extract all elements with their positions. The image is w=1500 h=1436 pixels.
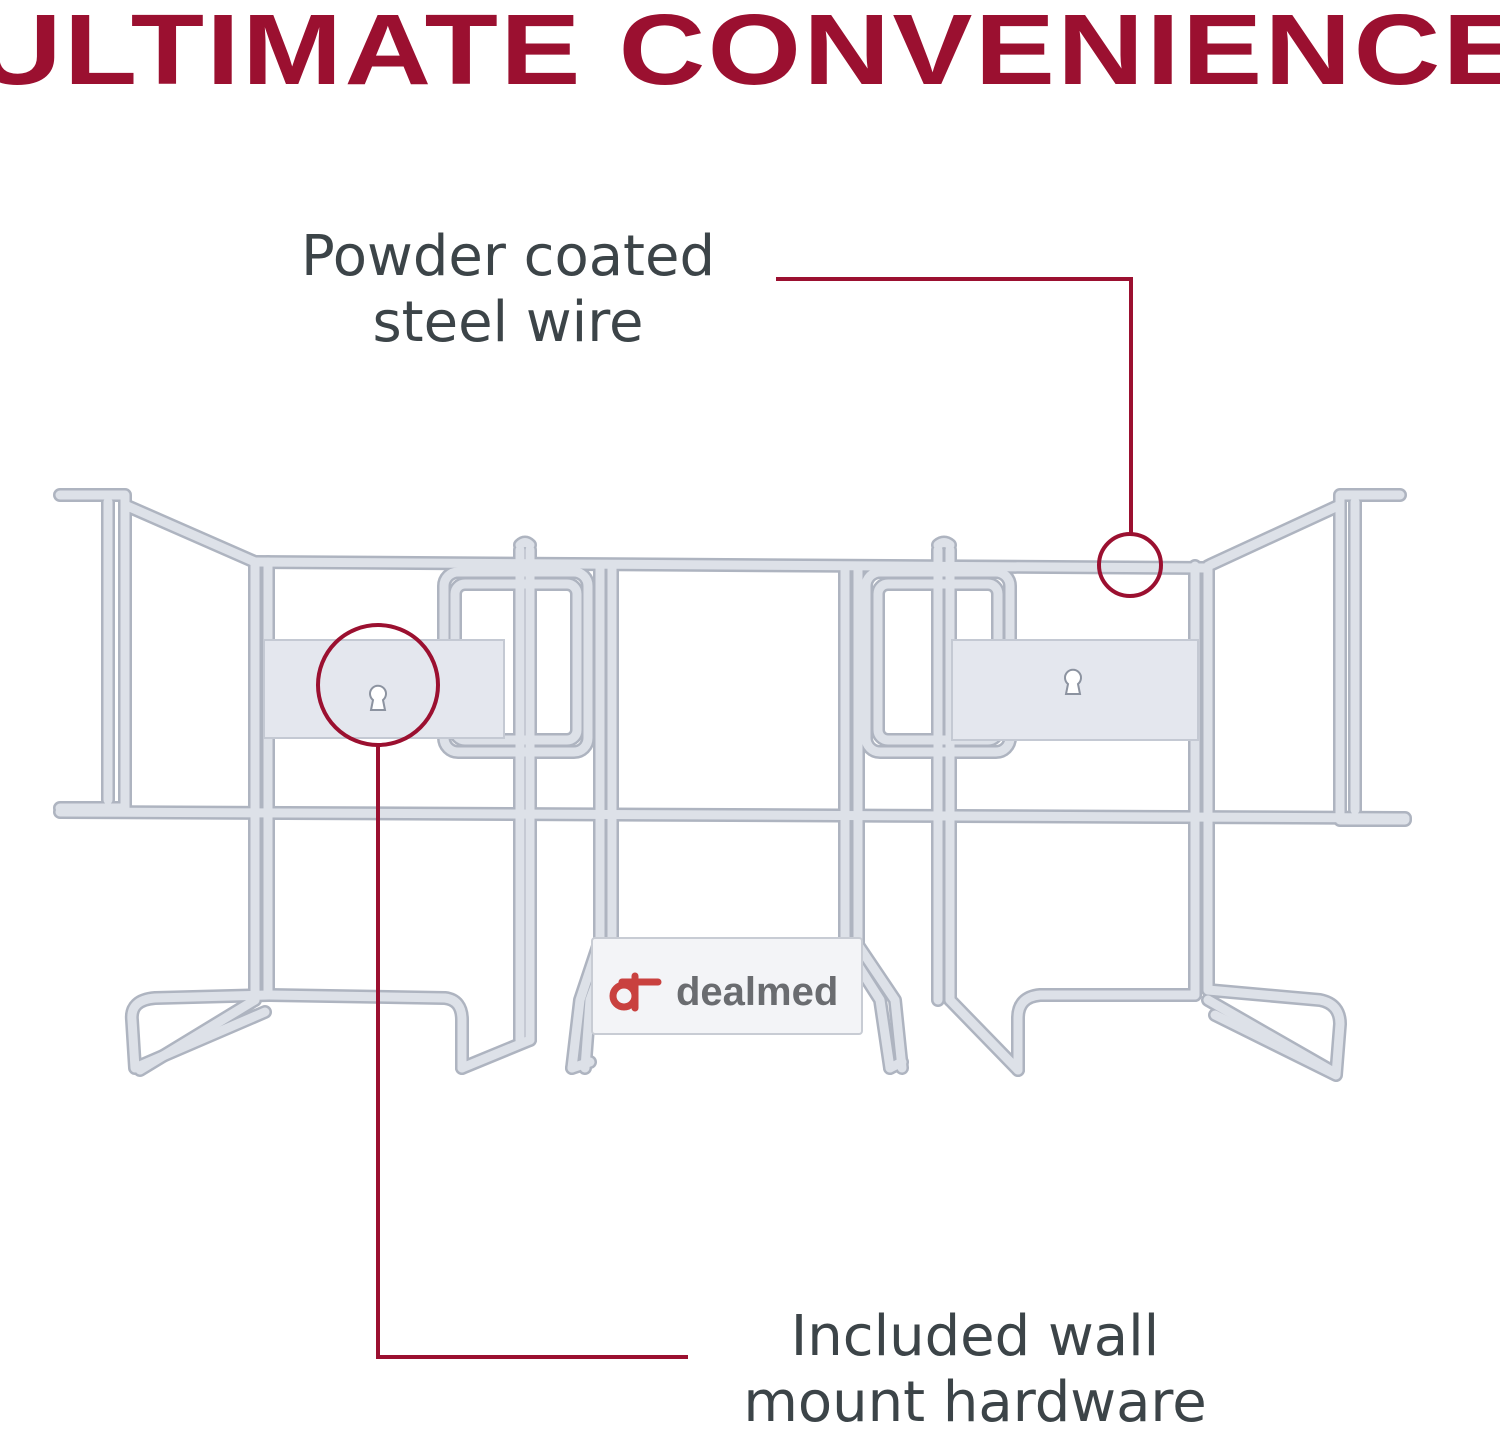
keyhole-icon bbox=[1064, 668, 1082, 695]
brand-plate: dealmed bbox=[591, 937, 863, 1035]
callout-top-line-2: steel wire bbox=[372, 290, 644, 355]
callout-circle-top bbox=[1097, 532, 1163, 598]
keyhole-icon bbox=[369, 684, 387, 711]
callout-bottom-line-1: Included wall bbox=[790, 1304, 1160, 1369]
brand-name: dealmed bbox=[676, 970, 838, 1014]
callout-top-line-1: Powder coated bbox=[301, 224, 715, 289]
left-mount-plate bbox=[263, 639, 505, 739]
dealmed-logo-icon bbox=[609, 972, 662, 1012]
callout-line-top bbox=[776, 277, 1133, 535]
callout-powder-coated: Powder coated steel wire bbox=[268, 224, 748, 356]
callout-line-bottom bbox=[376, 745, 688, 1359]
headline: ULTIMATE CONVENIENCE bbox=[0, 0, 1500, 106]
right-mount-plate bbox=[951, 639, 1199, 741]
callout-bottom-line-2: mount hardware bbox=[743, 1370, 1207, 1435]
callout-lines bbox=[316, 277, 1163, 1359]
callout-wall-mount: Included wall mount hardware bbox=[705, 1304, 1245, 1436]
